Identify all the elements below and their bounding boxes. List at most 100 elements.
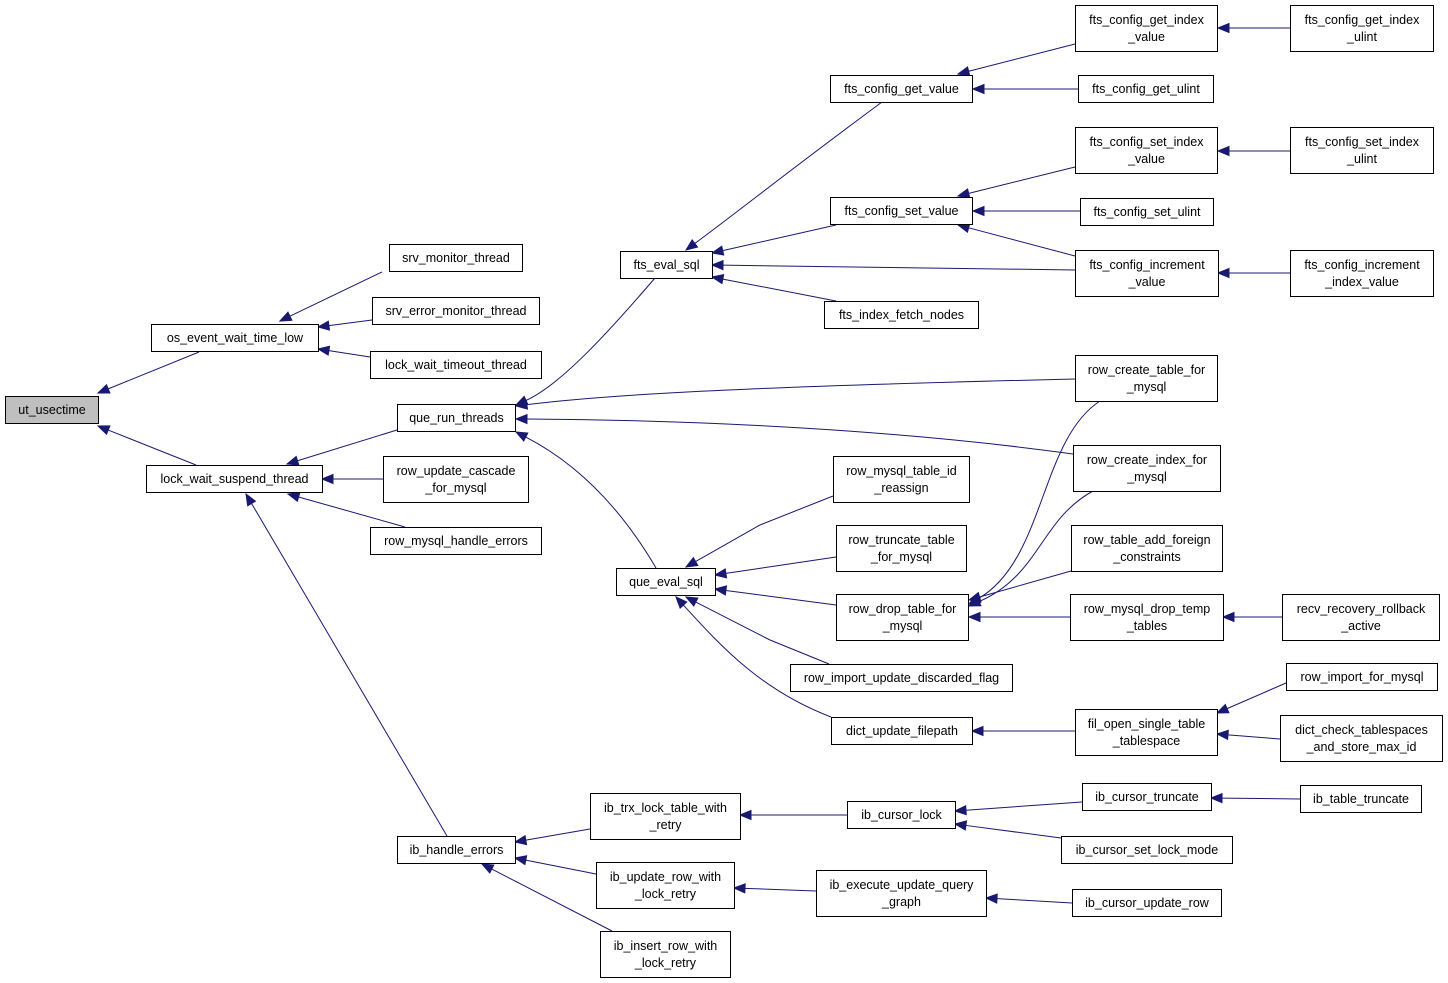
edge-line — [978, 400, 1101, 599]
node-fts_eval_sql[interactable]: fts_eval_sql — [620, 251, 713, 279]
node-box — [620, 251, 713, 279]
node-label: fts_eval_sql — [633, 258, 699, 272]
node-label: lock_wait_suspend_thread — [160, 472, 308, 486]
node-label: fts_config_get_value — [844, 82, 959, 96]
node-fts_config_get_index_value[interactable]: fts_config_get_index_value — [1075, 5, 1218, 52]
node-label: ib_update_row_with — [610, 870, 721, 884]
node-fts_config_get_value[interactable]: fts_config_get_value — [830, 75, 973, 103]
edge-ib_cursor_update_row-to-ib_execute_update_query_graph — [984, 893, 1073, 904]
edge-line — [1227, 734, 1281, 740]
node-box — [1061, 836, 1233, 864]
node-ib_handle_errors[interactable]: ib_handle_errors — [397, 836, 516, 864]
node-ib_trx_lock_table_with_retry[interactable]: ib_trx_lock_table_with_retry — [590, 793, 741, 840]
edge-que_eval_sql-to-que_run_threads — [514, 431, 657, 569]
edge-arrowhead — [1216, 267, 1230, 279]
node-row_mysql_table_id_reassign[interactable]: row_mysql_table_id_reassign — [833, 456, 970, 503]
edge-line — [526, 378, 1076, 406]
node-ib_table_truncate[interactable]: ib_table_truncate — [1300, 785, 1422, 813]
edge-fil_open_single_table_tablespace-to-dict_update_filepath — [970, 725, 1075, 737]
node-box — [1080, 198, 1214, 226]
edge-line — [968, 43, 1076, 72]
node-ut_usectime[interactable]: ut_usectime — [5, 396, 99, 424]
node-box — [1071, 525, 1223, 572]
node-ib_update_row_with_lock_retry[interactable]: ib_update_row_with_lock_retry — [596, 862, 735, 909]
node-ib_cursor_update_row[interactable]: ib_cursor_update_row — [1072, 889, 1222, 917]
edge-arrowhead — [1216, 22, 1230, 34]
node-box — [1300, 785, 1422, 813]
edge-line — [978, 490, 1094, 603]
node-ib_insert_row_with_lock_retry[interactable]: ib_insert_row_with_lock_retry — [600, 931, 731, 978]
node-label: ib_cursor_set_lock_mode — [1076, 843, 1218, 857]
node-fts_config_set_value[interactable]: fts_config_set_value — [830, 197, 973, 225]
node-label: ib_table_truncate — [1313, 792, 1409, 806]
node-fts_index_fetch_nodes[interactable]: fts_index_fetch_nodes — [824, 301, 979, 329]
node-os_event_wait_time_low[interactable]: os_event_wait_time_low — [151, 324, 319, 352]
node-fts_config_get_index_ulint[interactable]: fts_config_get_index_ulint — [1290, 5, 1434, 52]
node-srv_error_monitor_thread[interactable]: srv_error_monitor_thread — [372, 297, 540, 325]
node-fts_config_get_ulint[interactable]: fts_config_get_ulint — [1078, 75, 1214, 103]
edge-line — [251, 503, 448, 837]
edge-line — [725, 556, 837, 574]
edge-ib_update_row_with_lock_retry-to-ib_handle_errors — [513, 855, 597, 875]
node-fts_config_set_index_ulint[interactable]: fts_config_set_index_ulint — [1290, 127, 1434, 174]
edge-row_truncate_table_for_mysql-to-que_eval_sql — [713, 556, 837, 579]
node-row_create_table_for_mysql[interactable]: row_create_table_for_mysql — [1075, 355, 1218, 402]
node-lock_wait_suspend_thread[interactable]: lock_wait_suspend_thread — [146, 465, 323, 493]
node-row_update_cascade_for_mysql[interactable]: row_update_cascade_for_mysql — [383, 456, 529, 503]
node-box — [370, 351, 542, 379]
edge-line — [968, 227, 1076, 257]
node-row_import_for_mysql[interactable]: row_import_for_mysql — [1286, 663, 1438, 691]
node-ib_cursor_set_lock_mode[interactable]: ib_cursor_set_lock_mode — [1061, 836, 1233, 864]
node-dict_update_filepath[interactable]: dict_update_filepath — [831, 717, 973, 745]
node-fil_open_single_table_tablespace[interactable]: fil_open_single_table_tablespace — [1075, 709, 1218, 756]
node-box — [372, 297, 540, 325]
node-box — [1070, 594, 1224, 641]
edge-row_mysql_drop_temp_tables-to-row_drop_table_for_mysql — [967, 611, 1070, 623]
node-srv_monitor_thread[interactable]: srv_monitor_thread — [389, 244, 523, 272]
edge-line — [328, 319, 373, 327]
edge-arrowhead — [713, 568, 728, 579]
node-ib_cursor_lock[interactable]: ib_cursor_lock — [847, 801, 956, 829]
node-row_import_update_discarded_flag[interactable]: row_import_update_discarded_flag — [790, 664, 1013, 692]
node-label: row_truncate_table — [848, 533, 954, 547]
node-label: fts_config_get_ulint — [1092, 82, 1200, 96]
edge-srv_error_monitor_thread-to-os_event_wait_time_low — [316, 319, 373, 331]
node-label: fts_config_increment — [1304, 258, 1420, 272]
node-que_run_threads[interactable]: que_run_threads — [397, 404, 516, 432]
node-fts_config_increment_value[interactable]: fts_config_increment_value — [1075, 250, 1219, 297]
edge-arrowhead — [286, 492, 301, 503]
edge-arrowhead — [710, 274, 725, 285]
node-box — [596, 862, 735, 909]
node-ib_execute_update_query_graph[interactable]: ib_execute_update_query_graph — [816, 870, 987, 917]
node-recv_recovery_rollback_active[interactable]: recv_recovery_rollback_active — [1282, 594, 1440, 641]
node-ib_cursor_truncate[interactable]: ib_cursor_truncate — [1082, 783, 1212, 811]
node-fts_config_increment_index_value[interactable]: fts_config_increment_index_value — [1290, 250, 1434, 297]
edge-arrowhead — [684, 596, 699, 607]
node-dict_check_tablespaces_and_store_max_id[interactable]: dict_check_tablespaces_and_store_max_id — [1280, 715, 1443, 762]
node-row_truncate_table_for_mysql[interactable]: row_truncate_table _for_mysql — [836, 525, 967, 572]
node-box — [616, 568, 716, 596]
node-row_mysql_handle_errors[interactable]: row_mysql_handle_errors — [370, 527, 542, 555]
node-row_create_index_for_mysql[interactable]: row_create_index_for_mysql — [1073, 445, 1221, 492]
node-row_mysql_drop_temp_tables[interactable]: row_mysql_drop_temp_tables — [1070, 594, 1224, 641]
node-que_eval_sql[interactable]: que_eval_sql — [616, 568, 716, 596]
edge-ib_cursor_set_lock_mode-to-ib_cursor_lock — [953, 820, 1062, 839]
node-fts_config_set_ulint[interactable]: fts_config_set_ulint — [1080, 198, 1214, 226]
node-label: _value — [1128, 275, 1166, 289]
node-box — [151, 324, 319, 352]
node-row_drop_table_for_mysql[interactable]: row_drop_table_for_mysql — [836, 594, 969, 641]
edge-fts_index_fetch_nodes-to-fts_eval_sql — [710, 274, 837, 302]
node-box — [397, 404, 516, 432]
edge-arrowhead — [1216, 145, 1230, 157]
edge-arrowhead — [513, 834, 528, 846]
node-box — [1075, 250, 1219, 297]
node-row_table_add_foreign_constraints[interactable]: row_table_add_foreign_constraints — [1071, 525, 1223, 572]
node-fts_config_set_index_value[interactable]: fts_config_set_index_value — [1075, 127, 1218, 174]
node-label: _for_mysql — [870, 550, 932, 564]
node-label: ib_cursor_lock — [861, 808, 942, 822]
node-box — [590, 793, 741, 840]
node-lock_wait_timeout_thread[interactable]: lock_wait_timeout_thread — [370, 351, 542, 379]
node-label: row_create_table_for — [1088, 363, 1205, 377]
edge-line — [722, 278, 837, 302]
edge-arrowhead — [96, 425, 111, 436]
